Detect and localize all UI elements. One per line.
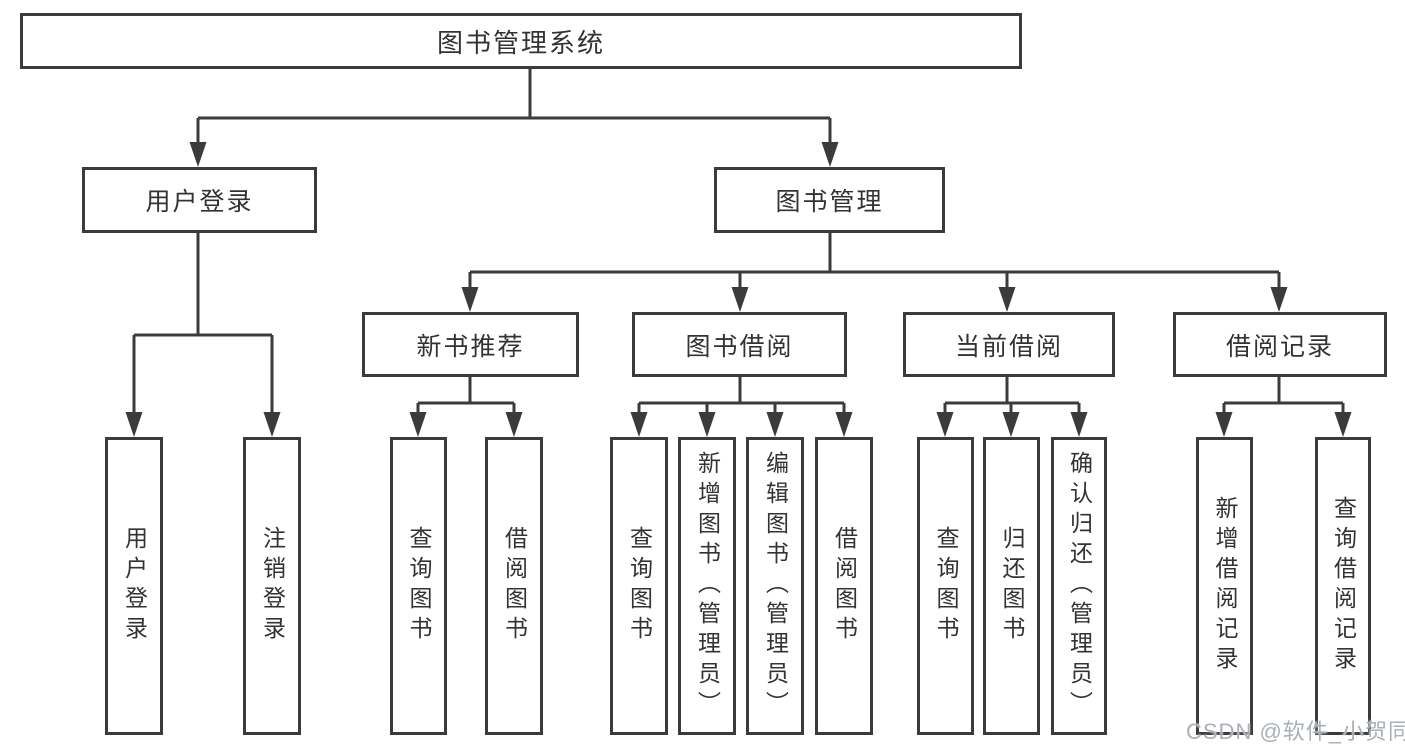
leaf-query-borrow-record: 查询借阅记录 — [1315, 437, 1371, 735]
leaf-return-books: 归还图书 — [983, 437, 1040, 735]
leaf-borrow-books-borrowing: 借阅图书 — [815, 437, 873, 735]
leaf-edit-books-admin: 编辑图书（管理员） — [746, 437, 804, 735]
node-label: 查询图书 — [406, 526, 432, 646]
leaf-borrow-books-recommend: 借阅图书 — [485, 437, 543, 735]
node-user-login: 用户登录 — [82, 167, 317, 233]
node-label: 图书管理 — [775, 188, 884, 216]
leaf-add-books-admin: 新增图书（管理员） — [678, 437, 736, 735]
node-label: 图书管理系统 — [436, 27, 605, 58]
node-label: 新书推荐 — [416, 332, 525, 361]
node-label: 查询图书 — [933, 526, 959, 646]
node-current-borrowing: 当前借阅 — [903, 312, 1115, 377]
node-label: 用户登录 — [145, 188, 254, 216]
node-label: 当前借阅 — [954, 332, 1063, 361]
node-new-book-recommendation: 新书推荐 — [362, 312, 579, 377]
node-label: 编辑图书（管理员） — [762, 451, 789, 721]
csdn-watermark: CSDN @软件_小贺同学 — [1186, 719, 1405, 744]
node-label: 用户登录 — [121, 526, 148, 646]
node-label: 借阅图书 — [831, 526, 858, 646]
node-label: 归还图书 — [999, 526, 1025, 646]
node-book-management: 图书管理 — [714, 167, 945, 233]
leaf-user-login: 用户登录 — [105, 437, 163, 735]
node-label: 新增借阅记录 — [1212, 496, 1238, 676]
leaf-logout: 注销登录 — [243, 437, 301, 735]
leaf-confirm-return-admin: 确认归还（管理员） — [1051, 437, 1107, 735]
node-label: 借阅记录 — [1225, 332, 1334, 361]
node-label: 新增图书（管理员） — [694, 451, 721, 721]
node-label: 查询图书 — [626, 526, 653, 646]
node-book-management-system: 图书管理系统 — [20, 13, 1022, 69]
leaf-query-books-recommend: 查询图书 — [390, 437, 447, 735]
leaf-add-borrow-record: 新增借阅记录 — [1196, 437, 1253, 735]
node-label: 图书借阅 — [685, 332, 794, 361]
node-book-borrowing: 图书借阅 — [632, 312, 847, 377]
node-label: 注销登录 — [259, 526, 286, 646]
node-label: 查询借阅记录 — [1330, 496, 1357, 676]
leaf-query-books-borrowing: 查询图书 — [610, 437, 668, 735]
node-label: 确认归还（管理员） — [1066, 451, 1093, 721]
leaf-query-books-current: 查询图书 — [917, 437, 974, 735]
node-borrowing-records: 借阅记录 — [1173, 312, 1387, 377]
node-label: 借阅图书 — [501, 526, 528, 646]
